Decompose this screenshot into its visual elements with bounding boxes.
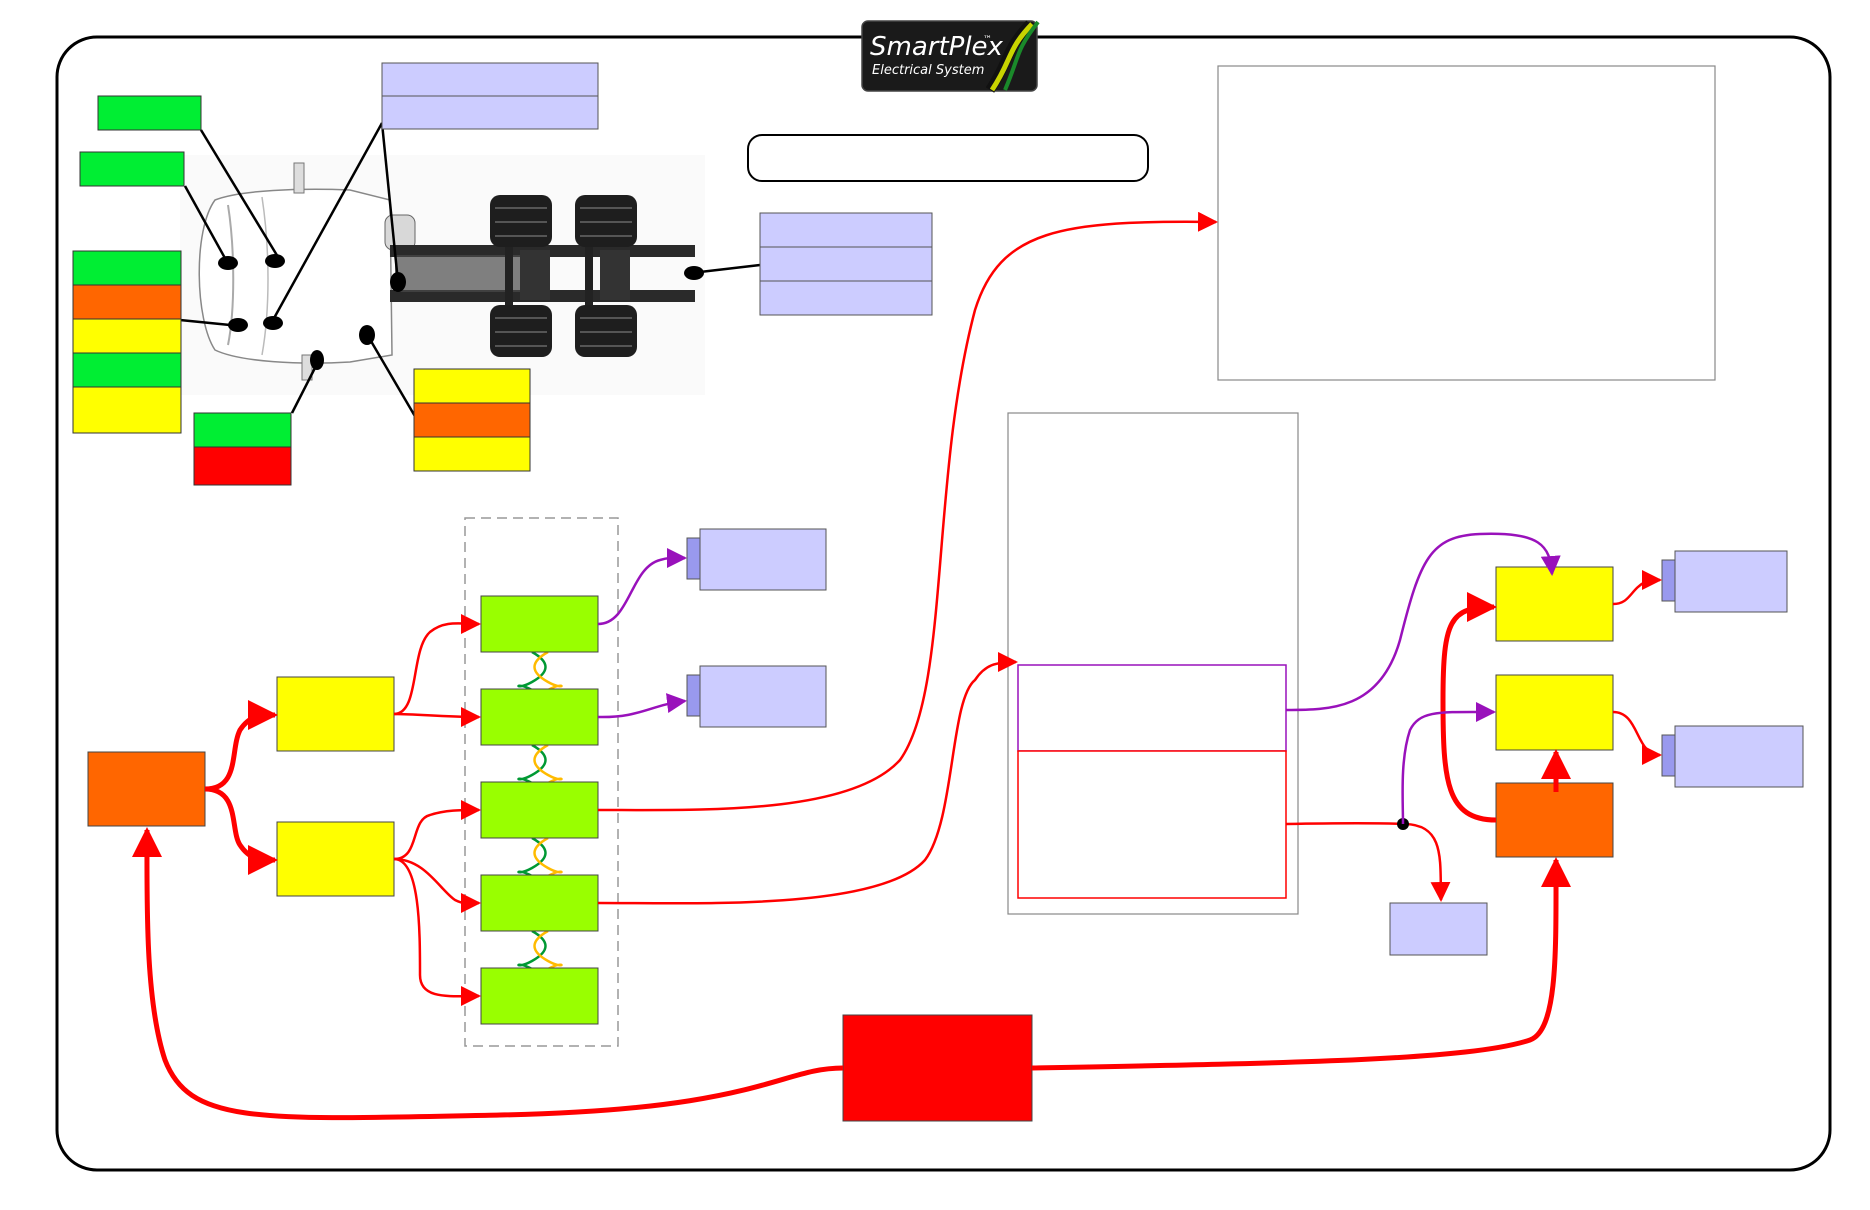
truck-chassis-illustration <box>180 155 705 395</box>
callout-stack-bottom-left <box>193 412 292 486</box>
center-panel-purple-zone <box>1017 664 1287 752</box>
logo-subtitle: Electrical System <box>872 63 984 78</box>
output-device-3 <box>1661 550 1788 613</box>
callout-stack-rear <box>759 212 933 316</box>
yellow-box-lower <box>276 821 395 897</box>
info-panel-upper-right <box>1217 65 1716 381</box>
source-orange-box <box>87 751 206 827</box>
callout-green-1 <box>97 95 202 131</box>
yellow-box-upper <box>276 676 395 752</box>
module-lime-4 <box>480 874 599 932</box>
logo-brand: SmartPlex <box>870 32 1004 62</box>
output-device-2 <box>686 665 827 728</box>
yellow-box-right-top <box>1495 566 1614 642</box>
twisted-pair-datalink <box>517 650 563 971</box>
callout-green-2 <box>79 151 185 187</box>
title-pill <box>747 134 1149 182</box>
orange-box-right <box>1495 782 1614 858</box>
signal-lines-purple <box>597 532 1561 825</box>
smartplex-logo: SmartPlex ™ Electrical System <box>861 20 1040 93</box>
callout-stack-middle <box>413 368 531 472</box>
module-lime-2 <box>480 688 599 746</box>
output-device-5 <box>1389 902 1488 956</box>
output-device-1 <box>686 528 827 591</box>
power-lines-thick <box>131 592 1572 1121</box>
output-device-4 <box>1661 725 1804 788</box>
module-lime-5 <box>480 967 599 1025</box>
center-panel-red-zone <box>1017 750 1287 899</box>
signal-lines-red <box>393 211 1662 1007</box>
pointer-hand-icons <box>218 254 704 370</box>
module-group-dashed <box>464 517 619 1047</box>
callout-leader-lines <box>179 122 761 419</box>
logo-trademark: ™ <box>983 35 992 45</box>
module-lime-3 <box>480 781 599 839</box>
power-red-box <box>842 1014 1033 1122</box>
module-lime-1 <box>480 595 599 653</box>
callout-stack-left <box>72 250 182 434</box>
callout-stack-top <box>381 62 599 130</box>
yellow-box-right-middle <box>1495 674 1614 751</box>
